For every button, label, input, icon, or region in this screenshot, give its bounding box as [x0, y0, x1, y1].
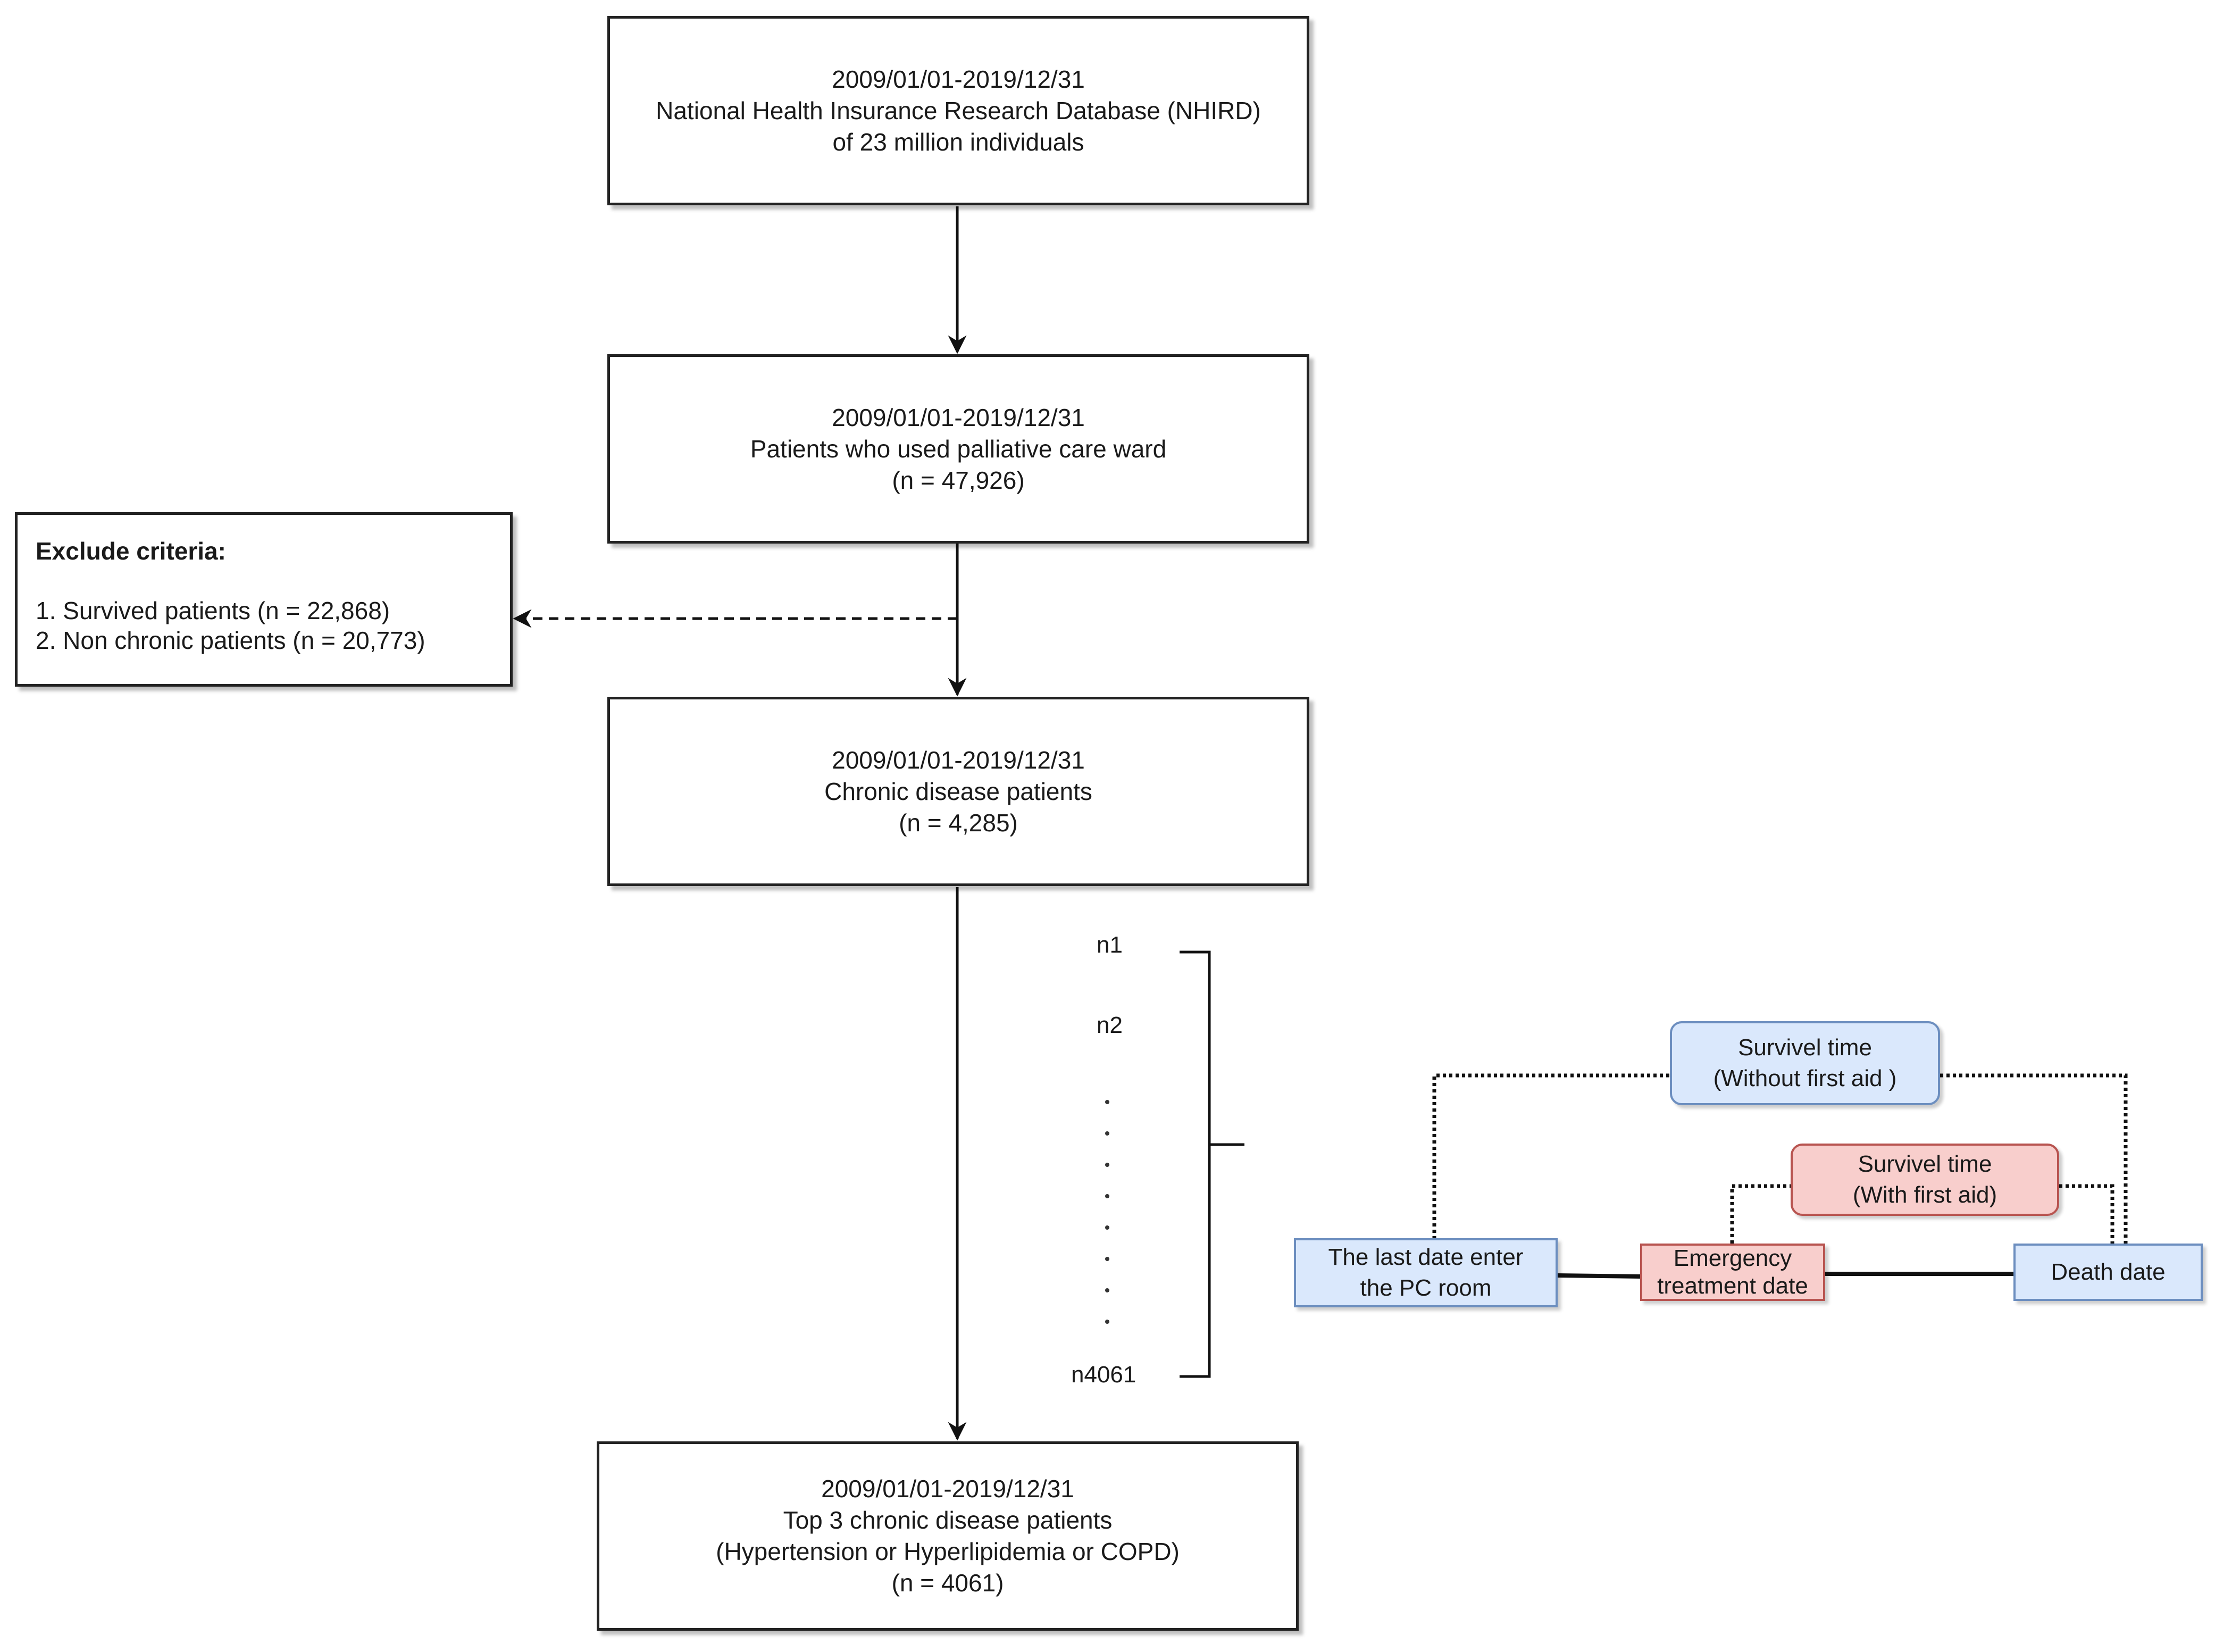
chronic-date-range: 2009/01/01-2019/12/31	[832, 746, 1085, 774]
exclude-item-survived: 1. Survived patients (n = 22,868)	[36, 597, 390, 624]
ellipsis-dot	[1105, 1225, 1109, 1230]
top3-count: (n = 4061)	[891, 1569, 1004, 1597]
exclude-criteria-title: Exclude criteria:	[36, 537, 226, 565]
dotted-bracket-without-aid-right	[1940, 1073, 2128, 1244]
dotted-bracket-without-aid	[1432, 1073, 1670, 1239]
patient-label-n4061: n4061	[1071, 1362, 1136, 1388]
palliative-count: (n = 47,926)	[892, 466, 1025, 494]
ellipsis-dot	[1105, 1288, 1109, 1292]
source-database-name: National Health Insurance Research Datab…	[656, 96, 1261, 124]
survive-with-title: Survivel time	[1858, 1151, 1992, 1177]
patients-bracket	[1180, 950, 1244, 1378]
source-database-box: 2009/01/01-2019/12/31 National Health In…	[607, 16, 1309, 205]
top3-diseases: (Hypertension or Hyperlipidemia or COPD)	[716, 1538, 1180, 1565]
top3-date-range: 2009/01/01-2019/12/31	[821, 1475, 1074, 1503]
chronic-description: Chronic disease patients	[824, 777, 1092, 805]
survive-time-with-aid: Survivel time (With first aid)	[1791, 1144, 2059, 1216]
ellipsis-dot	[1105, 1320, 1109, 1324]
last-date-line2: the PC room	[1360, 1275, 1492, 1301]
survive-without-title: Survivel time	[1738, 1034, 1872, 1061]
last-date-line1: The last date enter	[1328, 1244, 1524, 1270]
dotted-bracket-with-aid-right	[2059, 1184, 2114, 1244]
patient-label-n2: n2	[1097, 1012, 1123, 1038]
survive-time-without-aid: Survivel time (Without first aid )	[1670, 1021, 1940, 1105]
death-date-label: Death date	[2051, 1259, 2166, 1285]
death-date-node: Death date	[2013, 1244, 2203, 1301]
chronic-count: (n = 4,285)	[899, 808, 1018, 837]
emergency-line2: treatment date	[1657, 1273, 1808, 1299]
patient-label-n1: n1	[1097, 932, 1123, 958]
source-date-range: 2009/01/01-2019/12/31	[832, 65, 1085, 93]
survive-with-subtitle: (With first aid)	[1852, 1182, 1997, 1208]
timeline-segment-1	[1557, 1273, 1641, 1279]
ellipsis-dot	[1105, 1100, 1109, 1104]
ellipsis-dot	[1105, 1163, 1109, 1167]
dotted-bracket-with-aid	[1730, 1184, 1791, 1244]
emergency-treatment-node: Emergency treatment date	[1640, 1244, 1825, 1301]
last-date-pc-room-node: The last date enter the PC room	[1294, 1238, 1558, 1307]
palliative-date-range: 2009/01/01-2019/12/31	[832, 403, 1085, 431]
exclude-item-non-chronic: 2. Non chronic patients (n = 20,773)	[36, 627, 425, 654]
ellipsis-dot	[1105, 1194, 1109, 1198]
source-population: of 23 million individuals	[832, 128, 1084, 156]
top3-description: Top 3 chronic disease patients	[783, 1506, 1113, 1534]
ellipsis-dot	[1105, 1257, 1109, 1261]
emergency-line1: Emergency	[1673, 1245, 1792, 1271]
chronic-disease-box: 2009/01/01-2019/12/31 Chronic disease pa…	[607, 697, 1309, 886]
palliative-description: Patients who used palliative care ward	[750, 435, 1167, 463]
palliative-care-box: 2009/01/01-2019/12/31 Patients who used …	[607, 354, 1309, 544]
ellipsis-dot	[1105, 1131, 1109, 1136]
exclude-criteria-box: Exclude criteria: 1. Survived patients (…	[15, 512, 513, 687]
top3-chronic-box: 2009/01/01-2019/12/31 Top 3 chronic dise…	[597, 1441, 1299, 1631]
survive-without-subtitle: (Without first aid )	[1713, 1065, 1897, 1091]
